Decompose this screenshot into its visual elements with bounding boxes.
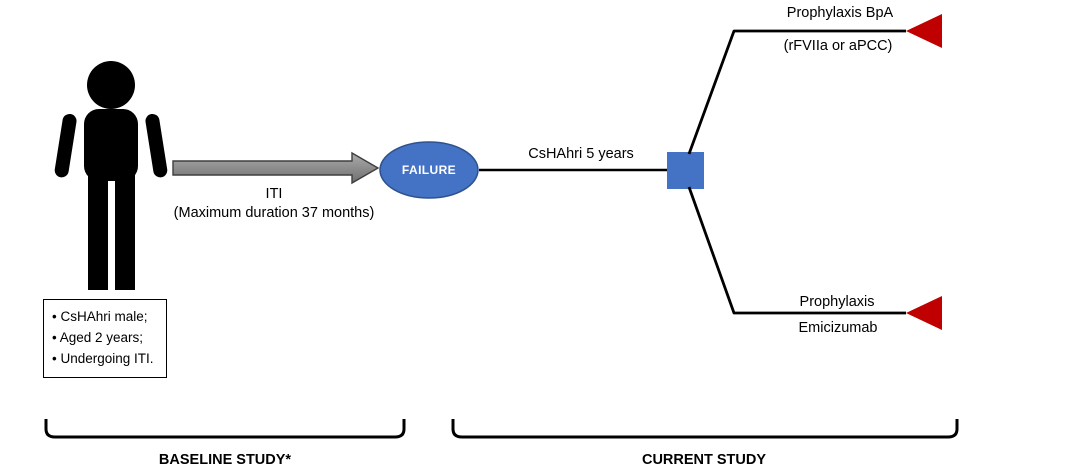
patient-info-line: • Aged 2 years; (52, 329, 144, 345)
iti-label-line1: ITI (265, 186, 283, 202)
branch-bottom-label: Prophylaxis (799, 294, 875, 310)
decision-node-icon (667, 152, 704, 189)
branch-bottom-sublabel: Emicizumab (798, 320, 878, 336)
current-study-label: CURRENT STUDY (641, 452, 767, 468)
branch-top-sublabel: (rFVIIa or aPCC) (783, 38, 893, 54)
terminal-top-icon (906, 14, 942, 48)
baseline-bracket (44, 419, 406, 439)
patient-icon (54, 61, 168, 290)
failure-ellipse (379, 141, 479, 199)
current-bracket (451, 419, 959, 439)
patient-info-line: • CsHAhri male; (52, 309, 148, 324)
terminal-bottom-icon (906, 296, 942, 330)
patient-info-line: • Undergoing ITI. (52, 350, 154, 366)
iti-arrow (172, 151, 380, 185)
patient-info-box: • CsHAhri male; • Aged 2 years; • Underg… (43, 299, 167, 378)
iti-label-line2: (Maximum duration 37 months) (173, 204, 375, 221)
branch-top-line (687, 29, 906, 155)
branch-top-label: Prophylaxis BpA (786, 5, 894, 21)
branch-bottom-line (687, 186, 906, 315)
baseline-study-label: BASELINE STUDY* (158, 452, 292, 468)
timeline-label: CsHAhri 5 years (528, 146, 634, 162)
failure-label: FAILURE (401, 163, 457, 177)
iti-arrow-label: ITI (Maximum duration 37 months) (174, 185, 375, 223)
